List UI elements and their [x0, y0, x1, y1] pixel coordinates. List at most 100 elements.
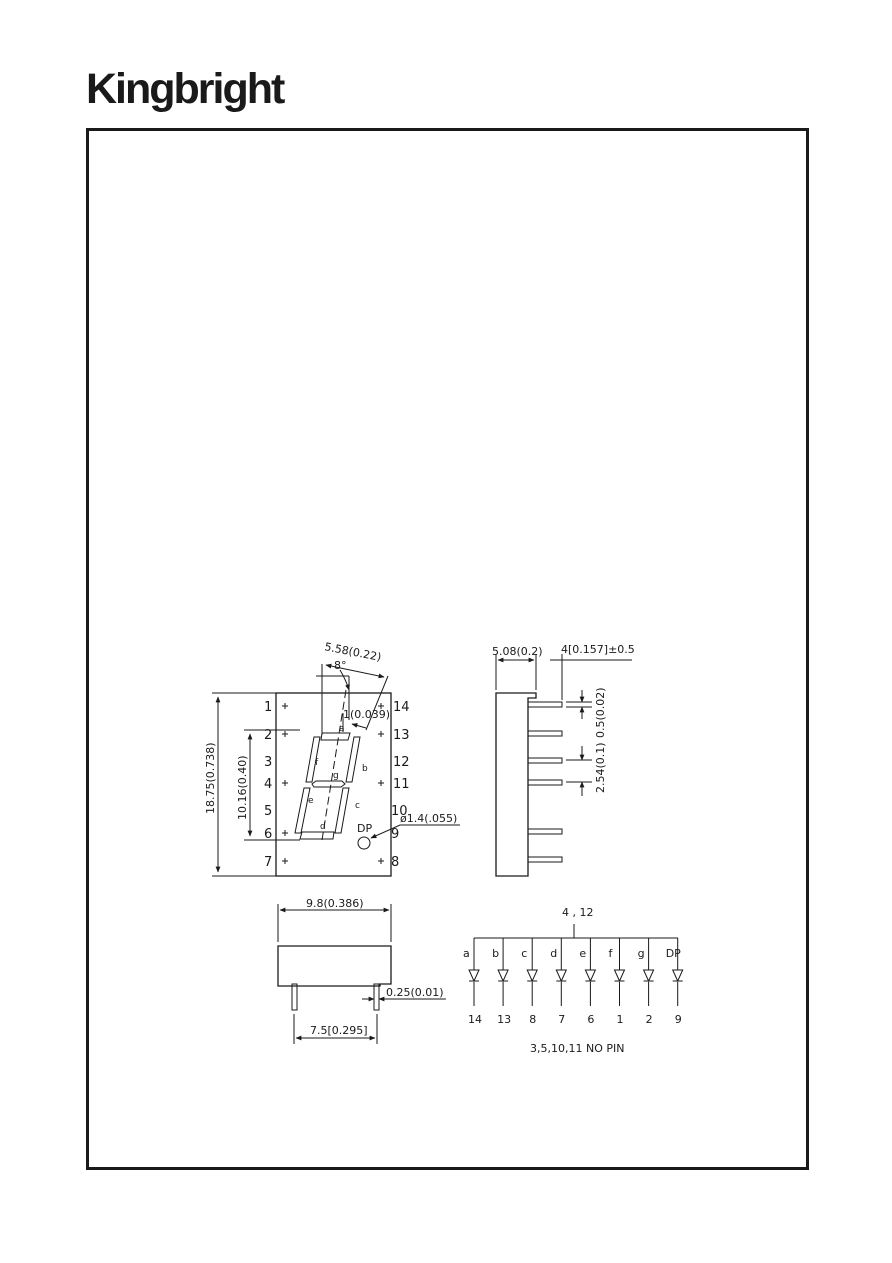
diode-symbol [613, 969, 626, 983]
pitch-dimension [566, 746, 592, 796]
segment-label-f: f [315, 758, 319, 768]
segment-label: e [579, 947, 586, 960]
side-view: 5.08(0.2) 4[0.157]±0.5 0.5(0.02) 2.54(0.… [492, 643, 635, 877]
pin-number: 2 [646, 1013, 653, 1026]
slant-angle-text: 8° [334, 659, 347, 672]
segment-label-a: a [339, 724, 345, 734]
segment-label-e: e [308, 796, 314, 806]
depth-dimension [495, 654, 537, 690]
diode-branch: b 13 [492, 938, 511, 1026]
diode-branch: a 14 [463, 938, 482, 1026]
digit-height-dimension [244, 729, 300, 841]
segment-label: DP [666, 947, 681, 960]
digit-height-dim-text: 10.16(0.40) [236, 755, 249, 820]
pin-label-7: 7 [264, 855, 272, 870]
pin-span-dimension [293, 1014, 378, 1044]
diode-branch: DP 9 [666, 938, 684, 1026]
diode-symbol [555, 969, 568, 983]
diode-symbol [497, 969, 509, 983]
pin-length-dim-text: 4[0.157]±0.5 [561, 643, 635, 656]
bottom-width-dim-text: 9.8(0.386) [306, 897, 364, 910]
kingbright-logo: Kingbright [86, 65, 285, 113]
diode-branch: e6 [579, 938, 597, 1026]
digit-width-dimension [316, 663, 389, 735]
bottom-pins [291, 983, 380, 1011]
bottom-width-dimension [277, 904, 392, 942]
pin-label-3: 3 [264, 755, 272, 770]
pin-width-dim-text: 0.25(0.01) [386, 986, 444, 999]
bottom-body [277, 945, 392, 987]
side-pins [527, 701, 563, 863]
segment-f [305, 736, 321, 783]
diode-branch: d7 [550, 938, 568, 1026]
segment-label: f [609, 947, 614, 960]
pin-number: 9 [675, 1013, 682, 1026]
segment-label: a [463, 947, 470, 960]
diode-branch: g2 [638, 938, 655, 1026]
pin-label-4: 4 [264, 777, 272, 792]
decimal-point [357, 836, 371, 850]
diode-symbol [642, 969, 655, 983]
diode-symbol [526, 969, 538, 983]
pin-label-14: 14 [393, 700, 410, 715]
drawing-frame [86, 128, 809, 1170]
dp-diameter-dimension [370, 824, 460, 839]
segment-d [299, 831, 335, 840]
segment-e [294, 787, 311, 834]
no-pin-note: 3,5,10,11 NO PIN [530, 1042, 624, 1055]
pin-label-1: 1 [264, 700, 272, 715]
diode-branch: f1 [609, 938, 626, 1026]
side-body [495, 692, 537, 877]
pin-thickness-dimension [566, 690, 592, 719]
common-pins-text: 4 , 12 [562, 906, 594, 919]
height-dimension [212, 692, 276, 877]
segment-width-dimension [342, 713, 367, 732]
segment-label-d: d [320, 822, 326, 832]
pin-number: 8 [529, 1013, 536, 1026]
segment-width-dim-text: 1(0.039) [343, 708, 390, 721]
segment-label: g [638, 947, 645, 960]
segment-label-g: g [333, 771, 339, 781]
segment-g [311, 780, 346, 788]
pin-number: 7 [558, 1013, 565, 1026]
pin-number: 1 [617, 1013, 624, 1026]
segment-label-b: b [362, 764, 368, 774]
pin-label-11: 11 [393, 777, 410, 792]
segment-b [345, 736, 361, 783]
depth-dim-text: 5.08(0.2) [492, 645, 543, 658]
pitch-dim-text: 2.54(0.1) [594, 742, 607, 793]
front-view: a b c d e f g DP 1 2 3 4 5 6 7 14 13 12 … [204, 640, 460, 877]
diode-symbol [584, 969, 597, 983]
digit-width-dim-text: 5.58(0.22) [323, 640, 382, 664]
pin-label-10: 10 [391, 804, 408, 819]
pin-label-13: 13 [393, 728, 410, 743]
pin-number: 14 [468, 1013, 482, 1026]
height-dim-text: 18.75(0.738) [204, 742, 217, 814]
pin-thickness-dim-text: 0.5(0.02) [594, 687, 607, 738]
seven-segment-digit [294, 732, 371, 850]
pin-label-12: 12 [393, 755, 410, 770]
pin-length-dimension [550, 654, 632, 700]
diode-symbol [468, 969, 480, 983]
diode-branch: c8 [521, 938, 538, 1026]
bottom-view: 9.8(0.386) 7.5[0.295] 0.25(0.01) [277, 897, 446, 1044]
display-body [275, 692, 392, 877]
segment-c [334, 787, 350, 834]
segment-a [320, 732, 351, 741]
dp-diameter-dim-text: ø1.4(.055) [400, 812, 457, 825]
segment-label: d [550, 947, 557, 960]
diode-symbol [671, 969, 684, 983]
pin-marks [282, 703, 384, 864]
dp-label: DP [357, 822, 372, 835]
pin-label-5: 5 [264, 804, 272, 819]
slant-center-line [321, 689, 347, 841]
segment-label: c [521, 947, 527, 960]
pin-label-6: 6 [264, 827, 272, 842]
pin-number: 6 [587, 1013, 594, 1026]
segment-label: b [492, 947, 499, 960]
pin-number: 13 [497, 1013, 511, 1026]
pin-label-9: 9 [391, 827, 399, 842]
segment-label-c: c [355, 801, 360, 811]
